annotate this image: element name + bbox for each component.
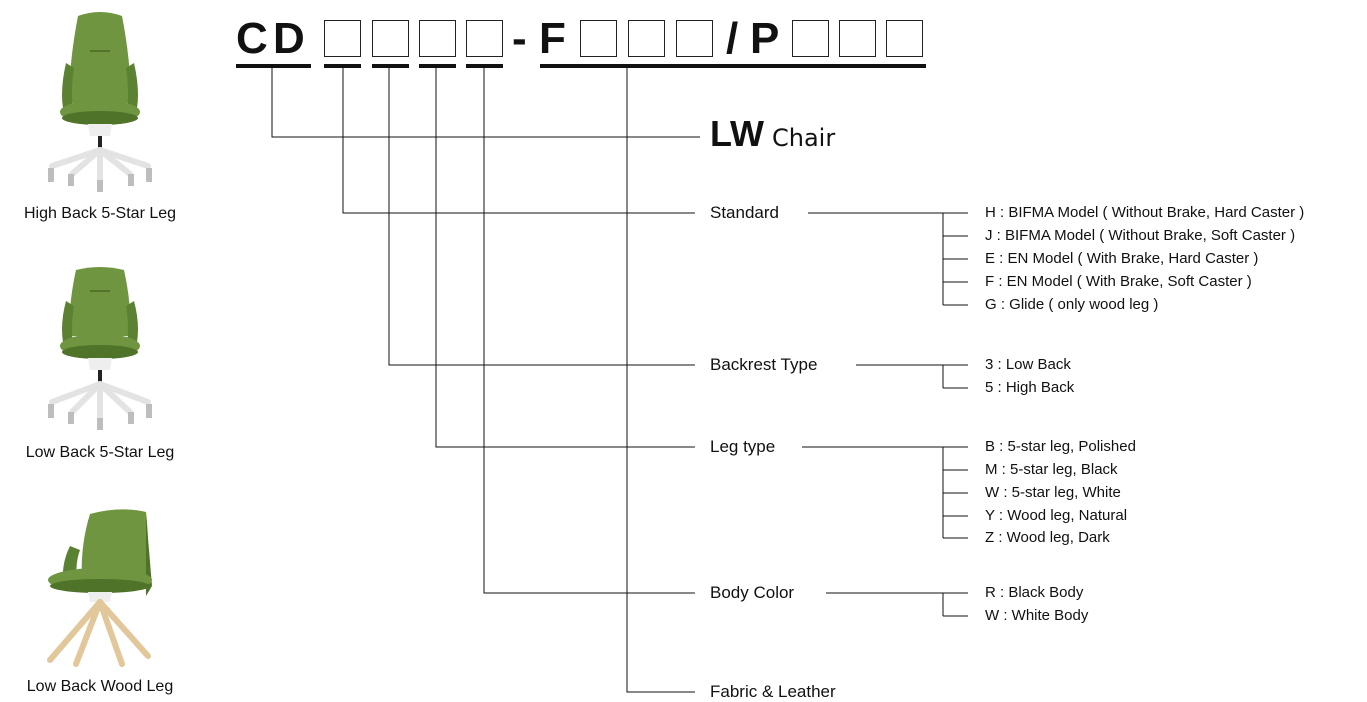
- option-body: R : Black Body: [985, 584, 1084, 601]
- code-slot-backrest: [372, 20, 409, 57]
- option-leg: W : 5-star leg, White: [985, 484, 1121, 501]
- code-slot-pattern: [886, 20, 923, 57]
- option-standard: E : EN Model ( With Brake, Hard Caster ): [985, 250, 1259, 267]
- low-back-wood-leg-chair-image: [47, 509, 152, 667]
- group-label-fabric: Fabric & Leather: [710, 682, 836, 701]
- group-label-leg: Leg type: [710, 437, 776, 456]
- code-slot-pattern: [839, 20, 876, 57]
- high-back-5-star-chair-image: [48, 12, 152, 192]
- option-backrest: 3 : Low Back: [985, 356, 1071, 373]
- code-dash: -: [512, 14, 527, 63]
- code-slot-leg: [419, 20, 456, 57]
- option-leg: M : 5-star leg, Black: [985, 461, 1118, 478]
- product-caption: Low Back Wood Leg: [26, 678, 174, 695]
- code-slot-fabric: [580, 20, 617, 57]
- option-backrest: 5 : High Back: [985, 379, 1075, 396]
- code-slash: /: [726, 14, 739, 63]
- group-label-body: Body Color: [710, 583, 795, 602]
- product-title-sub: Chair: [771, 124, 836, 152]
- option-standard: G : Glide ( only wood leg ): [985, 296, 1159, 313]
- group-label-backrest: Backrest Type: [710, 355, 818, 374]
- option-leg: Y : Wood leg, Natural: [985, 507, 1128, 524]
- group-label-standard: Standard: [710, 203, 779, 222]
- option-standard: F : EN Model ( With Brake, Soft Caster ): [985, 273, 1252, 290]
- code-slot-standard: [324, 20, 361, 57]
- code-letter-f: F: [539, 14, 566, 63]
- code-slot-pattern: [792, 20, 829, 57]
- option-body: W : White Body: [985, 607, 1089, 624]
- code-letter-p: P: [750, 14, 780, 63]
- product-caption: High Back 5-Star Leg: [23, 205, 177, 222]
- code-letter-d: D: [273, 14, 305, 63]
- product-caption: Low Back 5-Star Leg: [25, 444, 175, 461]
- code-slot-fabric: [676, 20, 713, 57]
- code-slot-body: [466, 20, 503, 57]
- product-title-main: LW: [710, 113, 764, 154]
- option-leg: B : 5-star leg, Polished: [985, 438, 1136, 455]
- option-leg: Z : Wood leg, Dark: [985, 529, 1110, 546]
- low-back-5-star-chair-image: [48, 267, 152, 430]
- code-letter-c: C: [236, 14, 268, 63]
- code-slot-fabric: [628, 20, 665, 57]
- option-standard: J : BIFMA Model ( Without Brake, Soft Ca…: [985, 227, 1296, 244]
- option-standard: H : BIFMA Model ( Without Brake, Hard Ca…: [985, 204, 1305, 221]
